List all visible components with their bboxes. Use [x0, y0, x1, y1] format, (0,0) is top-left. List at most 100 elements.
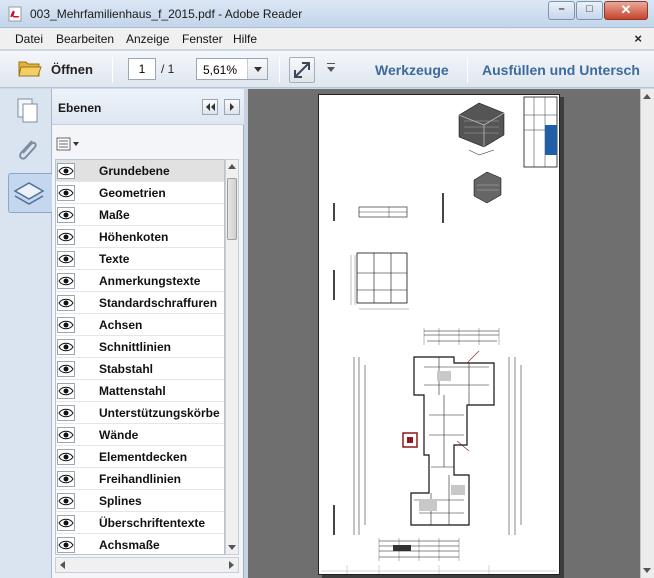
layers-button[interactable] — [8, 173, 52, 213]
scroll-right-icon[interactable] — [229, 561, 234, 569]
layers-vertical-scrollbar[interactable] — [225, 159, 239, 555]
close-window-button[interactable]: ✕ — [604, 1, 648, 20]
hide-panel-button[interactable] — [224, 99, 240, 115]
layer-name: Achsen — [99, 318, 143, 332]
page-number-input[interactable] — [128, 58, 156, 80]
eye-icon[interactable] — [57, 273, 75, 289]
scroll-up-icon[interactable] — [228, 164, 236, 169]
tools-link[interactable]: Werkzeuge — [375, 62, 449, 78]
zoom-value: 5,61% — [203, 63, 238, 77]
layer-row[interactable]: Mattenstahl — [56, 380, 224, 402]
eye-icon[interactable] — [57, 493, 75, 509]
minimize-button[interactable]: – — [548, 1, 575, 20]
layer-row[interactable]: Höhenkoten — [56, 226, 224, 248]
window-title: 003_Mehrfamilienhaus_f_2015.pdf - Adobe … — [30, 7, 303, 21]
menu-anzeige[interactable]: Anzeige — [126, 32, 170, 46]
toolbar-divider — [279, 57, 280, 83]
layer-row[interactable]: Unterstützungskörbe — [56, 402, 224, 424]
layer-row[interactable]: Wände — [56, 424, 224, 446]
layer-row[interactable]: Achsen — [56, 314, 224, 336]
attachments-button[interactable] — [8, 131, 46, 171]
open-button[interactable]: Öffnen — [51, 62, 93, 77]
pages-button[interactable] — [8, 93, 46, 133]
attachments-icon — [19, 140, 37, 160]
fit-page-icon[interactable] — [289, 57, 315, 83]
close-document-icon[interactable]: × — [634, 31, 642, 46]
pdf-file-icon — [8, 6, 22, 22]
layer-row[interactable]: Grundebene — [56, 160, 224, 182]
menu-hilfe[interactable]: Hilfe — [233, 32, 258, 46]
layer-row[interactable]: Texte — [56, 248, 224, 270]
zoom-select[interactable]: 5,61% — [196, 58, 268, 80]
layer-row[interactable]: Stabstahl — [56, 358, 224, 380]
eye-icon[interactable] — [57, 427, 75, 443]
layer-name: Splines — [99, 494, 142, 508]
eye-icon[interactable] — [57, 339, 75, 355]
layers-horizontal-scrollbar[interactable] — [55, 557, 239, 573]
layer-name: Unterstützungskörbe — [99, 406, 220, 420]
layer-name: Elementdecken — [99, 450, 188, 464]
layer-row[interactable]: Geometrien — [56, 182, 224, 204]
menu-fenster[interactable]: Fenster — [182, 32, 223, 46]
maximize-button[interactable]: □ — [576, 1, 603, 20]
scroll-up-icon[interactable] — [643, 94, 651, 99]
eye-icon[interactable] — [57, 449, 75, 465]
eye-icon[interactable] — [57, 317, 75, 333]
layer-name: Texte — [99, 252, 130, 266]
layer-name: Maße — [99, 208, 130, 222]
layer-name: Achsmaße — [99, 538, 160, 552]
navigation-pane — [0, 89, 52, 578]
scroll-thumb[interactable] — [227, 178, 237, 240]
layer-name: Schnittlinien — [99, 340, 171, 354]
scroll-down-icon[interactable] — [643, 568, 651, 573]
layers-icon — [13, 182, 45, 205]
scroll-left-icon[interactable] — [60, 561, 65, 569]
toolbar-divider — [467, 57, 468, 83]
eye-icon[interactable] — [57, 537, 75, 553]
layer-name: Anmerkungstexte — [99, 274, 201, 288]
eye-icon[interactable] — [57, 251, 75, 267]
open-folder-icon[interactable] — [18, 58, 42, 78]
eye-icon[interactable] — [57, 405, 75, 421]
layer-row[interactable]: Maße — [56, 204, 224, 226]
scroll-down-icon[interactable] — [228, 545, 236, 550]
eye-icon[interactable] — [57, 163, 75, 179]
layer-row[interactable]: Elementdecken — [56, 446, 224, 468]
layer-row[interactable]: Achsmaße — [56, 534, 224, 554]
layer-row[interactable]: Schnittlinien — [56, 336, 224, 358]
options-menu-icon[interactable] — [56, 137, 82, 151]
eye-icon[interactable] — [57, 229, 75, 245]
document-view[interactable] — [248, 89, 640, 578]
maximize-icon: □ — [586, 3, 593, 15]
pages-icon — [17, 98, 38, 123]
layer-row[interactable]: Splines — [56, 490, 224, 512]
pane-splitter[interactable] — [244, 89, 248, 578]
title-bar: 003_Mehrfamilienhaus_f_2015.pdf - Adobe … — [0, 0, 654, 28]
toolbar: Öffnen / 1 5,61% Werkzeuge Ausfüllen und… — [0, 51, 654, 88]
eye-icon[interactable] — [57, 185, 75, 201]
layer-name: Mattenstahl — [99, 384, 166, 398]
eye-icon[interactable] — [57, 471, 75, 487]
pdf-page — [318, 94, 560, 575]
layer-row[interactable]: Überschriftentexte — [56, 512, 224, 534]
layer-row[interactable]: Standardschraffuren — [56, 292, 224, 314]
eye-icon[interactable] — [57, 383, 75, 399]
collapse-panel-button[interactable] — [202, 99, 218, 115]
layer-name: Höhenkoten — [99, 230, 169, 244]
layer-list: Grundebene Geometrien Maße Höhenkoten Te… — [55, 159, 225, 555]
eye-icon[interactable] — [57, 207, 75, 223]
eye-icon[interactable] — [57, 295, 75, 311]
chevron-down-icon[interactable] — [247, 59, 267, 79]
menu-bearbeiten[interactable]: Bearbeiten — [56, 32, 115, 46]
double-chevron-left-icon — [206, 103, 215, 111]
layer-row[interactable]: Anmerkungstexte — [56, 270, 224, 292]
layer-row[interactable]: Freihandlinien — [56, 468, 224, 490]
document-vertical-scrollbar[interactable] — [640, 89, 654, 578]
layers-panel-header: Ebenen — [52, 89, 244, 125]
expand-arrows-icon — [294, 62, 310, 78]
menu-datei[interactable]: Datei — [15, 32, 44, 46]
eye-icon[interactable] — [57, 361, 75, 377]
eye-icon[interactable] — [57, 515, 75, 531]
toolbar-overflow-icon[interactable] — [327, 63, 335, 72]
fill-sign-link[interactable]: Ausfüllen und Untersch — [482, 62, 640, 78]
